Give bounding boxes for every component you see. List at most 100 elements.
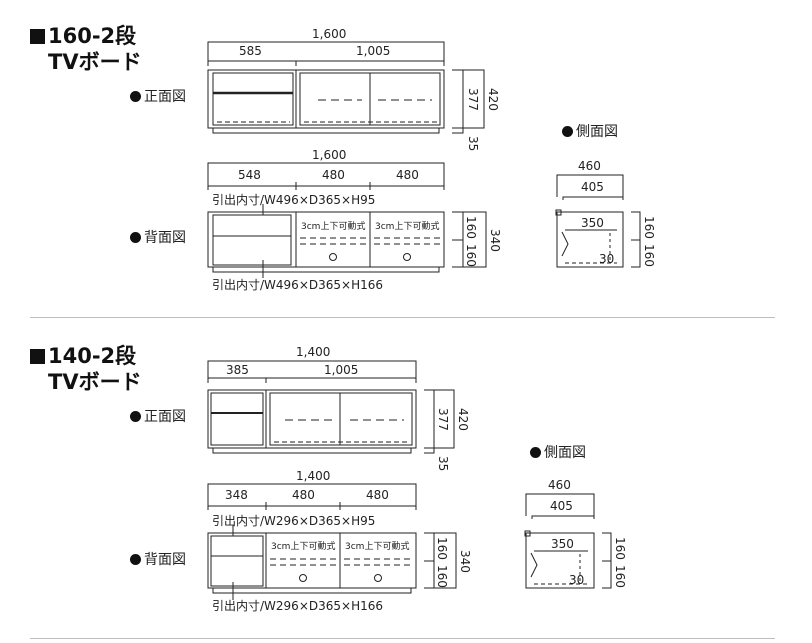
shelf-note: 3cm上下可動式 — [345, 542, 410, 552]
drawer-inner-upper: 引出内寸/W296×D365×H95 — [212, 514, 376, 528]
dim-label-side-shelf: 350 — [581, 216, 604, 230]
dim-label-plinth: 35 — [436, 456, 450, 472]
front-view-label: 正面図 — [130, 409, 186, 425]
shelf-note: 3cm上下可動式 — [375, 222, 440, 232]
dim-back-upper — [424, 533, 434, 561]
dim-label-side-gap: 30 — [569, 573, 585, 587]
dim-front-total — [434, 390, 454, 448]
front-body — [208, 390, 416, 448]
dot-bullet-icon — [130, 411, 141, 422]
dim-label-back-upper: 160 — [435, 537, 449, 560]
dim-label-front-inner: 377 — [436, 408, 450, 431]
dot-bullet-icon — [130, 91, 141, 102]
dim-total-width — [208, 361, 416, 378]
dim-label-back-w2: 480 — [292, 488, 315, 502]
front-doors — [270, 393, 412, 445]
dim-label-side-shelf: 350 — [551, 537, 574, 551]
front-drawer — [213, 73, 293, 125]
dim-side-depth — [526, 494, 594, 516]
dim-front-total — [463, 70, 484, 128]
dim-label-side-depth: 460 — [548, 478, 571, 492]
front-plinth — [213, 448, 411, 453]
dim-label-back-total-h: 340 — [458, 550, 472, 573]
shelf-note: 3cm上下可動式 — [271, 542, 336, 552]
back-plinth — [213, 267, 439, 272]
front-drawer — [211, 393, 263, 445]
section-divider — [30, 317, 775, 318]
dot-bullet-icon — [130, 554, 141, 565]
dim-label-side-depth: 460 — [578, 159, 601, 173]
dim-back-total — [208, 484, 416, 506]
drawer-inner-lower: 引出内寸/W496×D365×H166 — [212, 278, 383, 292]
dim-side-inner — [532, 516, 594, 519]
dim-side-inner — [563, 197, 623, 200]
square-bullet-icon — [30, 349, 45, 364]
dim-side-lower — [602, 561, 611, 588]
dim-label-back-w3: 480 — [396, 168, 419, 182]
dim-label-front-total: 420 — [456, 408, 470, 431]
dim-label-front-right: 1,005 — [356, 44, 391, 58]
dim-back-total-h — [434, 533, 456, 588]
cable-hole-icon — [403, 253, 411, 261]
dim-label-side-gap: 30 — [599, 252, 615, 266]
dim-back-total-h — [463, 212, 486, 267]
dim-label-back-w1: 348 — [225, 488, 248, 502]
dim-total-width — [208, 42, 444, 61]
dim-plinth — [452, 128, 463, 133]
side-bracket — [562, 232, 568, 256]
side-view-label: 側面図 — [562, 124, 618, 140]
front-plinth — [213, 128, 439, 133]
side-body — [526, 533, 594, 588]
dim-side-upper — [602, 533, 611, 561]
dim-back-lower — [452, 240, 463, 267]
back-drawer — [211, 536, 263, 586]
dim-back-total — [208, 163, 444, 186]
dim-front-left — [208, 378, 266, 383]
dim-front-right — [296, 61, 444, 66]
front-doors — [300, 73, 440, 125]
dim-label-back-w1: 548 — [238, 168, 261, 182]
drawer-inner-lower: 引出内寸/W296×D365×H166 — [212, 599, 383, 613]
back-view-label: 背面図 — [130, 552, 186, 568]
cable-hole-icon — [329, 253, 337, 261]
section-divider — [30, 638, 775, 639]
dim-back-parts — [208, 186, 444, 190]
cable-hole-icon — [374, 574, 382, 582]
cable-hole-icon — [299, 574, 307, 582]
dim-front-inner — [452, 70, 463, 128]
dim-label-side-upper: 160 — [613, 537, 627, 560]
dot-bullet-icon — [130, 232, 141, 243]
back-view-label: 背面図 — [130, 230, 186, 246]
front-view-label: 正面図 — [130, 89, 186, 105]
dim-label-total: 1,400 — [296, 345, 331, 359]
section-subtitle: TVボード — [48, 50, 142, 74]
dim-label-front-left: 385 — [226, 363, 249, 377]
section-title: 160-2段 — [30, 24, 136, 48]
section-subtitle: TVボード — [48, 370, 142, 394]
drawer-inner-upper: 引出内寸/W496×D365×H95 — [212, 193, 376, 207]
dim-label-side-inner: 405 — [550, 499, 573, 513]
dim-label-back-w2: 480 — [322, 168, 345, 182]
side-body — [557, 212, 623, 267]
shelf-note: 3cm上下可動式 — [301, 222, 366, 232]
dim-plinth — [424, 448, 434, 453]
side-bracket — [531, 553, 537, 577]
side-view-label: 側面図 — [530, 445, 586, 461]
dim-label-back-total: 1,400 — [296, 469, 331, 483]
dim-label-back-total: 1,600 — [312, 148, 347, 162]
dim-front-inner — [424, 390, 434, 448]
dim-front-left — [208, 61, 296, 66]
dim-label-total: 1,600 — [312, 27, 347, 41]
dim-label-back-w3: 480 — [366, 488, 389, 502]
dot-bullet-icon — [530, 447, 541, 458]
section-title: 140-2段 — [30, 344, 136, 368]
dim-label-back-lower: 160 — [435, 565, 449, 588]
dim-side-lower — [631, 240, 640, 267]
back-plinth — [213, 588, 411, 593]
dim-front-right — [266, 378, 416, 383]
dim-back-parts — [208, 506, 416, 510]
dim-back-lower — [424, 561, 434, 588]
dim-label-side-lower: 160 — [613, 565, 627, 588]
